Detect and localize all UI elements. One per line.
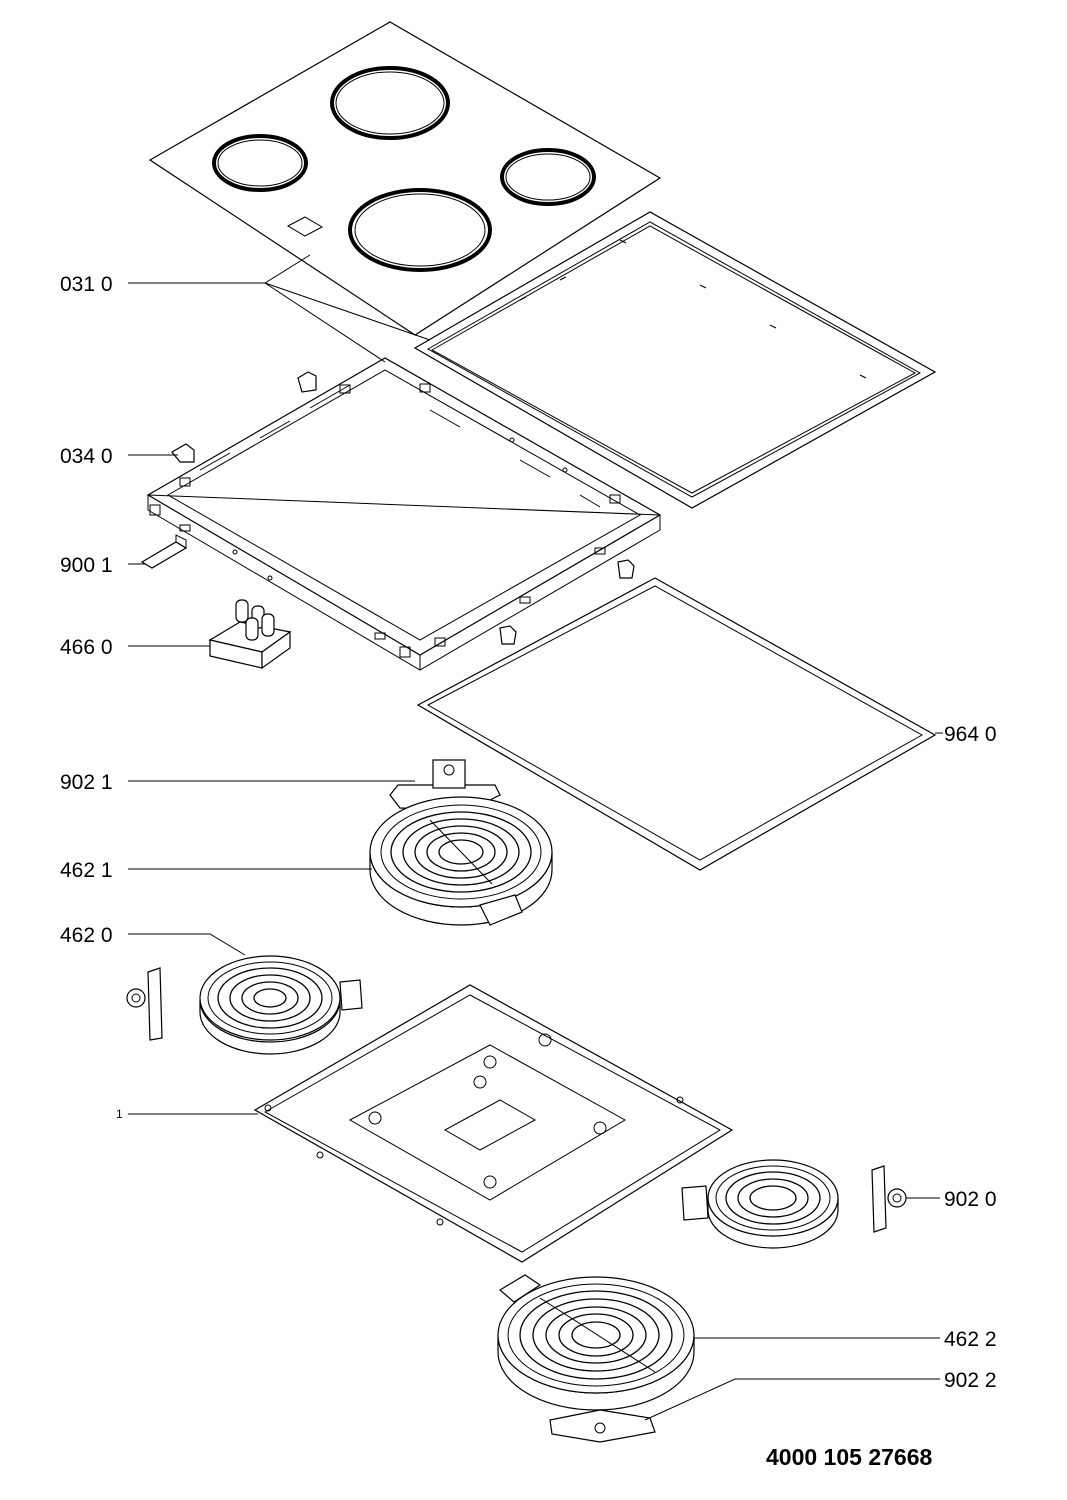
radiant-heater-2 [497,1274,695,1411]
part-label-466-0: 466 0 [60,636,113,659]
part-label-462-0: 462 0 [60,924,113,947]
part-label-902-2: 902 2 [944,1369,997,1392]
part-label-1: 1 [116,1107,123,1121]
base-tray [253,984,734,1263]
terminal-block [208,599,292,670]
part-label-902-0: 902 0 [944,1188,997,1211]
part-label-462-2: 462 2 [944,1328,997,1351]
part-label-031-0: 031 0 [60,273,113,296]
glass-ceramic-top [148,21,662,336]
radiant-heater-right [681,1159,839,1249]
heater-bracket-right [871,1165,907,1233]
support-frame [146,357,662,671]
gasket [416,577,937,871]
heater-bracket-bottom [549,1409,656,1443]
part-label-964-0: 964 0 [944,723,997,746]
radiant-heater-1 [369,796,553,926]
cable-clamp [140,534,188,569]
drawing-number: 4000 105 27668 [766,1444,933,1470]
part-label-034-0: 034 0 [60,445,113,468]
top-frame [413,211,937,509]
radiant-heater-0 [199,955,363,1055]
frame-clip [171,371,635,645]
part-label-462-1: 462 1 [60,859,113,882]
heater-bracket-left [126,967,163,1041]
part-label-900-1: 900 1 [60,554,113,577]
part-label-902-1: 902 1 [60,771,113,794]
leader-lines [128,254,943,1421]
